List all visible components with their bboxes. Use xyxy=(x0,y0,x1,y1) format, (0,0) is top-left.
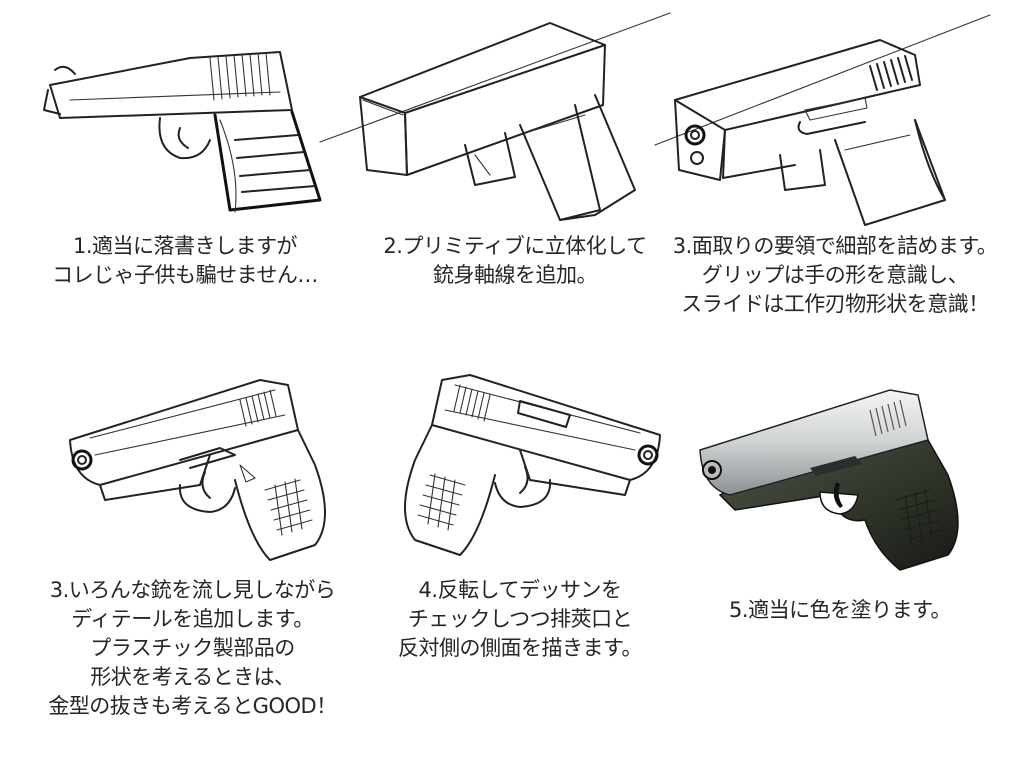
step-2-line-2: 銃身軸線を追加。 xyxy=(433,263,598,287)
step-4-line-4: 形状を考えるときは、 xyxy=(90,665,295,689)
step-3-line-1: 3.面取りの要領で細部を詰めます。 xyxy=(672,234,998,258)
step-1-sketch xyxy=(43,51,322,213)
step-4-line-2: ディテールを追加します。 xyxy=(71,607,314,631)
step-3-caption: 3.面取りの要領で細部を詰めます。 グリップは手の形を意識し、 スライドは工作刃… xyxy=(655,232,1015,319)
step-6-painting xyxy=(699,389,959,571)
step-3-sketch xyxy=(654,14,991,226)
step-2-line-1: 2.プリミティブに立体化して xyxy=(383,234,647,258)
step-6-panel xyxy=(690,370,990,580)
step-5-line-2: チェックしつつ排莢口と xyxy=(407,607,633,631)
step-4-caption: 3.いろんな銃を流し見しながら ディテールを追加します。 プラスチック製部品の … xyxy=(20,576,365,721)
step-4-panel xyxy=(60,360,360,570)
step-5-line-1: 4.反転してデッサンを xyxy=(418,578,622,602)
step-2-caption: 2.プリミティブに立体化して 銃身軸線を追加。 xyxy=(355,232,675,290)
step-3-panel xyxy=(654,10,995,230)
step-5-line-3: 反対側の側面を描きます。 xyxy=(398,636,642,660)
step-3-line-3: スライドは工作刃物形状を意識！ xyxy=(681,292,989,316)
step-1-line-1: 1.適当に落書きしますが xyxy=(72,234,298,258)
step-6-line-1: 5.適当に色を塗ります。 xyxy=(729,598,951,622)
step-2-panel xyxy=(319,5,675,230)
step-5-caption: 4.反転してデッサンを チェックしつつ排莢口と 反対側の側面を描きます。 xyxy=(370,576,670,663)
step-4-line-3: プラスチック製部品の xyxy=(90,636,295,660)
step-5-panel xyxy=(390,355,670,570)
step-4-sketch xyxy=(69,379,326,561)
step-4-line-5: 金型の抜きも考えるとGOOD！ xyxy=(48,694,337,718)
step-1-line-2: コレじゃ子供も騙せません… xyxy=(52,263,318,287)
step-5-sketch xyxy=(404,374,661,556)
step-2-sketch xyxy=(319,12,671,221)
step-4-line-1: 3.いろんな銃を流し見しながら xyxy=(49,578,336,602)
step-6-caption: 5.適当に色を塗ります。 xyxy=(690,596,990,625)
step-3-line-2: グリップは手の形を意識し、 xyxy=(701,263,969,287)
step-1-caption: 1.適当に落書きしますが コレじゃ子供も騙せません… xyxy=(30,232,340,290)
step-1-panel xyxy=(30,40,340,230)
